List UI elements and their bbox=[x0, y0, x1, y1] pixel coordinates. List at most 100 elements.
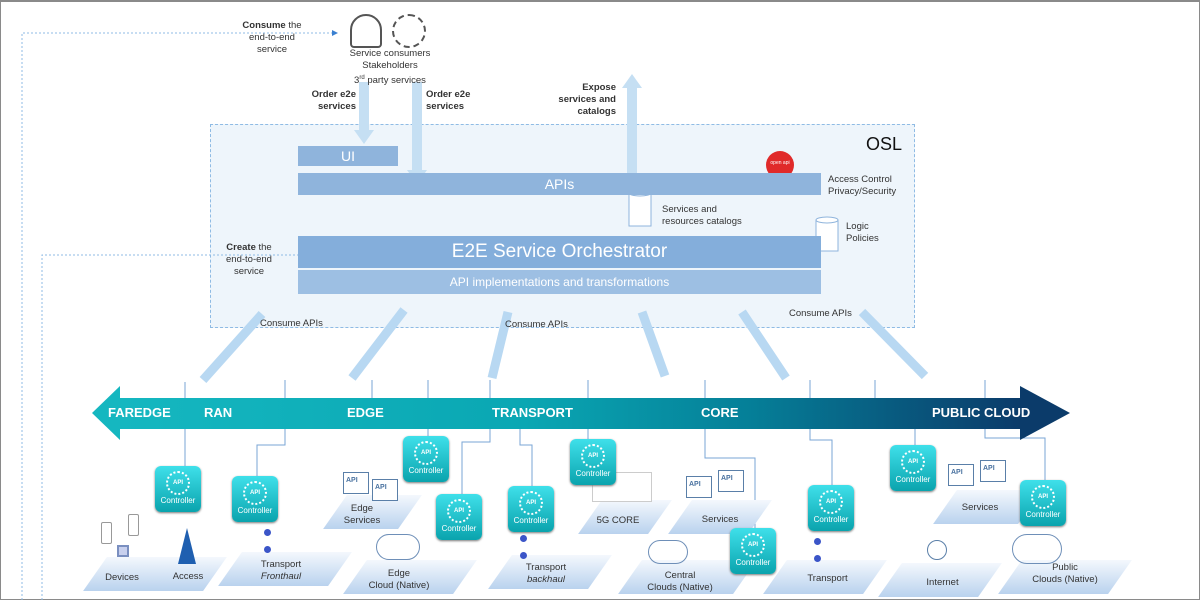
band-drop-lines bbox=[184, 380, 1046, 528]
expose-line1: Expose bbox=[582, 82, 616, 93]
gear-stakeholders-icon bbox=[392, 14, 426, 48]
band-label-edge: EDGE bbox=[347, 405, 384, 420]
catalogs-line1: Services and bbox=[662, 204, 717, 215]
osl-title: OSL bbox=[866, 134, 903, 154]
order-left-line1: Order e2e bbox=[311, 89, 356, 100]
consumers-line3-post: party services bbox=[364, 75, 426, 87]
controller-label: Controller bbox=[813, 515, 849, 524]
create-dotted-line bbox=[41, 254, 298, 600]
topology-icon bbox=[264, 529, 271, 553]
openapi-badge bbox=[766, 151, 794, 179]
api-gear-icon: API bbox=[1031, 485, 1055, 509]
consumers-line1: Service consumers bbox=[349, 48, 431, 59]
label-devices: Devices bbox=[105, 572, 139, 583]
band-label-core: CORE bbox=[701, 405, 739, 420]
label-services-cloud: Services bbox=[961, 502, 999, 513]
expose-arrowhead bbox=[622, 74, 642, 88]
controller-label: Controller bbox=[237, 506, 273, 515]
api-gear-icon: API bbox=[581, 444, 605, 468]
label-access: Access bbox=[172, 571, 204, 582]
access-line1: Access Control bbox=[828, 174, 892, 185]
controller-label: Controller bbox=[1025, 510, 1061, 519]
controller-label: Controller bbox=[513, 516, 549, 525]
api-gear-icon: API bbox=[901, 450, 925, 474]
fh-line1: Transport bbox=[260, 559, 302, 570]
band-label-faredge: FAREDGE bbox=[108, 405, 171, 420]
phone-icon bbox=[101, 522, 112, 544]
expose-line3: catalogs bbox=[577, 106, 616, 117]
globe-network-icon bbox=[927, 540, 947, 560]
band-label-transport: TRANSPORT bbox=[492, 405, 573, 420]
api-gear-icon: API bbox=[519, 491, 543, 515]
consume-dotted-line bbox=[21, 30, 338, 600]
consumers-line2: Stakeholders bbox=[362, 60, 418, 71]
label-services-core: Services bbox=[701, 514, 739, 525]
controller-label: Controller bbox=[408, 466, 444, 475]
phone-icon bbox=[128, 514, 139, 536]
person-icon bbox=[350, 14, 382, 48]
controller-label: Controller bbox=[895, 475, 931, 484]
consume-apis-label: Consume APIs bbox=[505, 319, 568, 330]
cloud-icon bbox=[376, 534, 420, 560]
band-arrowhead-left bbox=[92, 386, 120, 440]
orchestrator-box[interactable]: E2E Service Orchestrator bbox=[298, 236, 821, 268]
pc-line1: Public bbox=[1052, 562, 1078, 573]
controller-label: Controller bbox=[160, 496, 196, 505]
logic-line2: Policies bbox=[846, 233, 879, 244]
api-gear-icon: API bbox=[447, 499, 471, 523]
controller-label: Controller bbox=[735, 558, 771, 567]
label-5g-core: 5G CORE bbox=[596, 515, 640, 526]
consume-arrow bbox=[348, 307, 408, 381]
api-gear-icon: API bbox=[166, 471, 190, 495]
apis-box[interactable]: APIs bbox=[298, 173, 821, 195]
consume-apis-label: Consume APIs bbox=[789, 308, 852, 319]
consume-arrow bbox=[637, 310, 670, 378]
band-arrowhead-right bbox=[1020, 386, 1070, 440]
antenna-tower-icon bbox=[178, 528, 196, 564]
consume-rest: the bbox=[285, 20, 302, 31]
api-service-icon: API bbox=[686, 476, 712, 498]
domain-band bbox=[120, 398, 1020, 429]
chip-icon bbox=[117, 545, 129, 557]
consume-arrow bbox=[487, 310, 513, 380]
consume-apis-label: Consume APIs bbox=[260, 318, 323, 329]
consume-arrow bbox=[199, 311, 266, 383]
api-service-icon: API bbox=[343, 472, 369, 494]
api-gear-icon: API bbox=[741, 533, 765, 557]
cloud-icon bbox=[648, 540, 688, 564]
logic-line1: Logic bbox=[846, 221, 869, 232]
topology-icon bbox=[520, 535, 527, 559]
create-line2: end-to-end bbox=[226, 254, 272, 265]
create-bold: Create bbox=[226, 242, 256, 253]
pc-line2: Clouds (Native) bbox=[1032, 574, 1098, 585]
bh-line1: Transport bbox=[525, 562, 567, 573]
order-left-line2: services bbox=[317, 101, 356, 112]
band-label-public-cloud: PUBLIC CLOUD bbox=[932, 405, 1031, 420]
api-gear-icon: API bbox=[414, 441, 438, 465]
order-right-line1: Order e2e bbox=[426, 89, 471, 100]
implementations-box[interactable]: API implementations and transformations bbox=[298, 270, 821, 294]
api-gear-icon: API bbox=[819, 490, 843, 514]
ui-box[interactable]: UI bbox=[298, 146, 398, 166]
consume-arrow bbox=[858, 308, 929, 380]
band-label-ran: RAN bbox=[204, 405, 233, 420]
